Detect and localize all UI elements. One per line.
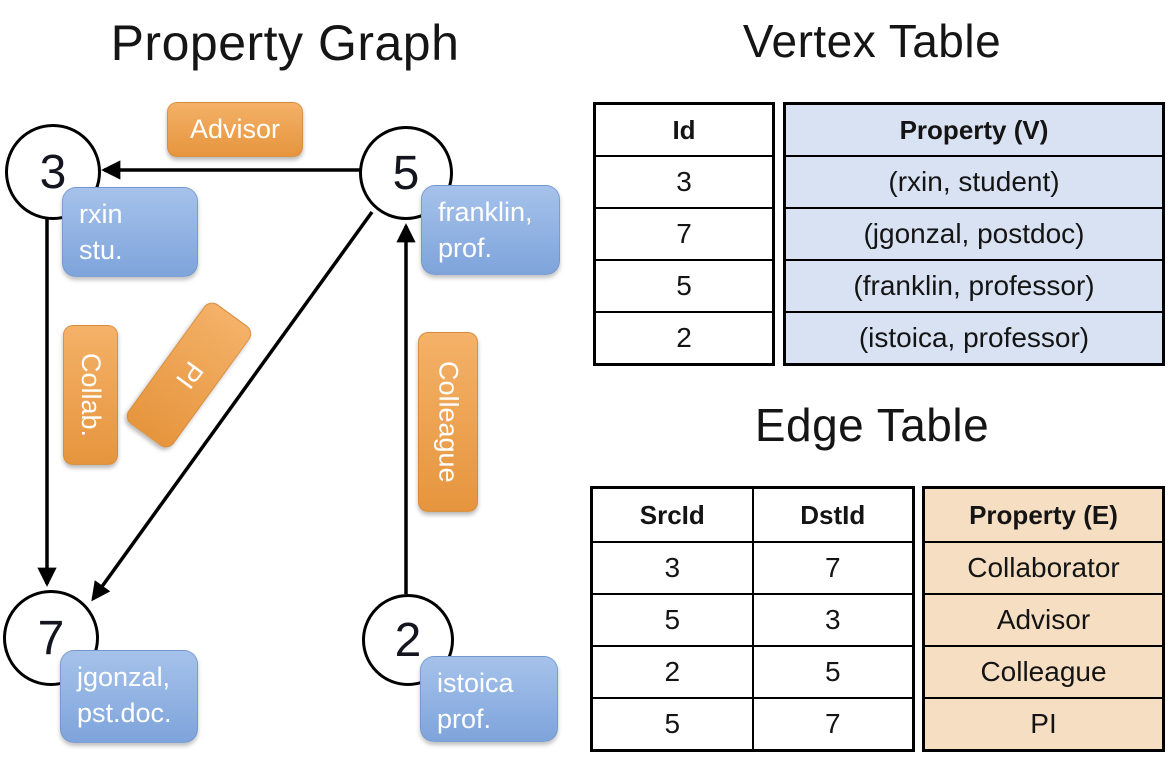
edge-table-property-column: Property (E) Collaborator Advisor Collea… <box>922 486 1165 752</box>
edge-src-cell: 5 <box>590 593 754 647</box>
vertex-id-cell: 3 <box>593 155 775 209</box>
vertex-property-line: istoica <box>437 668 514 698</box>
edge-label-colleague: Colleague <box>418 332 478 512</box>
edge-dst-cell: 3 <box>751 593 915 647</box>
property-graph-title: Property Graph <box>110 15 460 71</box>
table-row: 7 <box>593 207 775 261</box>
column-header-id: Id <box>593 102 775 157</box>
vertex-table-title: Vertex Table <box>742 15 1002 67</box>
vertex-property-box-5: franklin, prof. <box>421 185 560 275</box>
graph-edges-layer <box>37 160 416 602</box>
edge-label-text: Colleague <box>433 361 464 483</box>
edge-label-collab: Collab. <box>63 325 118 465</box>
edge-table-title: Edge Table <box>754 399 990 451</box>
vertex-id-cell: 2 <box>593 311 775 366</box>
vertex-property-cell: (franklin, professor) <box>783 259 1165 313</box>
vertex-table-property-column: Property (V) (rxin, student) (jgonzal, p… <box>783 102 1165 366</box>
edge-dst-cell: 7 <box>751 697 915 752</box>
node-id-label: 2 <box>394 613 422 667</box>
edge-src-cell: 2 <box>590 645 754 699</box>
vertex-property-line: rxin <box>79 199 123 229</box>
table-row: (jgonzal, postdoc) <box>783 207 1165 261</box>
node-id-label: 3 <box>39 145 67 199</box>
vertex-id-cell: 5 <box>593 259 775 313</box>
vertex-property-line: jgonzal, <box>77 662 171 692</box>
vertex-property-line: prof. <box>437 704 492 734</box>
table-row: 2 <box>593 311 775 366</box>
table-row: 3 7 <box>590 541 915 595</box>
edge-src-cell: 3 <box>590 541 754 595</box>
vertex-property-cell: (jgonzal, postdoc) <box>783 207 1165 261</box>
edge-dst-cell: 5 <box>751 645 915 699</box>
graph-node-2: 2 <box>362 594 454 686</box>
column-header-srcid: SrcId <box>590 486 754 543</box>
table-header-row: Id <box>593 102 775 157</box>
column-header-property-v: Property (V) <box>783 102 1165 157</box>
vertex-property-line: pst.doc. <box>77 698 172 728</box>
table-header-row: SrcId DstId <box>590 486 915 543</box>
vertex-property-line: prof. <box>438 233 493 263</box>
table-row: Collaborator <box>922 541 1165 595</box>
vertex-property-box-7: jgonzal, pst.doc. <box>60 650 198 743</box>
table-row: 5 3 <box>590 593 915 647</box>
edge-label-text: Collab. <box>76 352 106 438</box>
edge-property-cell: Advisor <box>922 593 1165 647</box>
edge-property-cell: PI <box>922 697 1165 752</box>
vertex-property-box-2: istoica prof. <box>420 656 558 742</box>
graph-node-5: 5 <box>359 126 453 220</box>
table-row: (franklin, professor) <box>783 259 1165 313</box>
edge-label-advisor: Advisor <box>167 102 303 157</box>
table-row: 3 <box>593 155 775 209</box>
table-row: Colleague <box>922 645 1165 699</box>
column-header-property-e: Property (E) <box>922 486 1165 543</box>
table-header-row: Property (V) <box>783 102 1165 157</box>
node-id-label: 5 <box>392 146 420 200</box>
table-row: PI <box>922 697 1165 752</box>
vertex-property-box-3: rxin stu. <box>62 187 198 277</box>
column-header-dstid: DstId <box>751 486 915 543</box>
edge-src-cell: 5 <box>590 697 754 752</box>
table-row: (istoica, professor) <box>783 311 1165 366</box>
vertex-property-cell: (rxin, student) <box>783 155 1165 209</box>
table-row: 5 7 <box>590 697 915 752</box>
table-header-row: Property (E) <box>922 486 1165 543</box>
node-id-label: 7 <box>37 611 65 665</box>
edge-label-text: Advisor <box>189 114 281 144</box>
edge-property-cell: Collaborator <box>922 541 1165 595</box>
edge-pi-line <box>91 210 374 602</box>
edge-table-src-dst-columns: SrcId DstId 3 7 5 3 2 5 5 7 <box>590 486 915 752</box>
edge-property-cell: Colleague <box>922 645 1165 699</box>
vertex-property-line: stu. <box>79 235 123 265</box>
vertex-property-cell: (istoica, professor) <box>783 311 1165 366</box>
table-row: Advisor <box>922 593 1165 647</box>
vertex-table-id-column: Id 3 7 5 2 <box>593 102 775 366</box>
vertex-id-cell: 7 <box>593 207 775 261</box>
vertex-property-line: franklin, <box>438 197 533 227</box>
table-row: 5 <box>593 259 775 313</box>
edge-dst-cell: 7 <box>751 541 915 595</box>
table-row: 2 5 <box>590 645 915 699</box>
table-row: (rxin, student) <box>783 155 1165 209</box>
edge-label-text: PI <box>169 356 210 395</box>
